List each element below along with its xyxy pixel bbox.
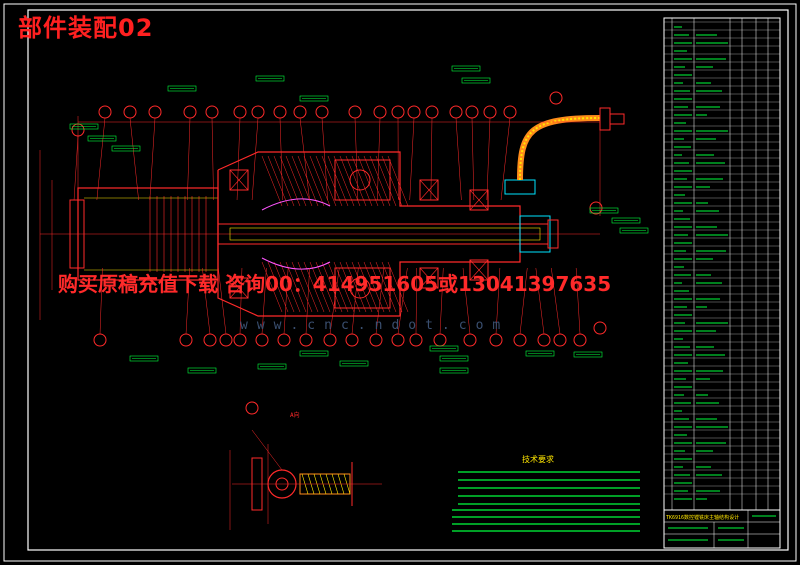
leader-line	[456, 118, 461, 200]
part-balloon	[370, 334, 382, 346]
website-watermark: www.cnc.ndot.com	[240, 318, 509, 333]
part-balloon	[410, 334, 422, 346]
coolant-fitting	[505, 180, 535, 194]
part-balloon	[184, 106, 196, 118]
body-hatch-line	[358, 156, 378, 206]
part-balloon	[316, 106, 328, 118]
leader-line	[410, 118, 414, 200]
body-hatch-line	[310, 156, 330, 206]
leader-line	[501, 118, 510, 200]
body-hatch-line	[382, 156, 402, 206]
body-hatch-line	[376, 156, 396, 206]
part-balloon	[466, 106, 478, 118]
title-block-name: TK6916数控镗铣床主轴结构设计	[666, 514, 739, 521]
part-balloon	[484, 106, 496, 118]
part-balloon	[514, 334, 526, 346]
part-balloon	[408, 106, 420, 118]
leader-line	[487, 118, 490, 200]
part-balloon	[434, 334, 446, 346]
body-hatch-line	[370, 156, 390, 206]
leader-line	[280, 118, 283, 200]
part-balloon	[180, 334, 192, 346]
part-balloon	[464, 334, 476, 346]
drawing-title-overlay: 部件装配02	[18, 8, 153, 43]
part-balloon	[204, 334, 216, 346]
coolant-hose-outer	[520, 118, 600, 180]
part-balloon	[99, 106, 111, 118]
part-balloon	[256, 334, 268, 346]
part-balloon	[392, 334, 404, 346]
part-balloon	[554, 334, 566, 346]
body-hatch-line	[262, 156, 282, 206]
part-balloon	[234, 334, 246, 346]
part-balloon	[149, 106, 161, 118]
coolant-hose-inner	[520, 118, 600, 180]
leader-line	[355, 118, 358, 200]
leader-line	[252, 118, 258, 200]
hose-coupling	[610, 114, 624, 124]
part-balloon	[490, 334, 502, 346]
leader-line	[377, 118, 380, 200]
part-balloon	[426, 106, 438, 118]
part-balloon	[550, 92, 562, 104]
body-hatch-line	[316, 156, 336, 206]
section-view-label: A向	[290, 411, 300, 419]
leader-line	[472, 118, 474, 200]
body-hatch-line	[280, 156, 300, 206]
body-hatch-line	[352, 156, 372, 206]
part-balloon	[124, 106, 136, 118]
part-balloon	[450, 106, 462, 118]
hose-flange	[600, 108, 610, 130]
part-balloon	[234, 106, 246, 118]
part-balloon	[324, 334, 336, 346]
body-hatch-line	[346, 156, 366, 206]
part-balloon	[294, 106, 306, 118]
body-hatch-line	[334, 156, 354, 206]
part-balloon	[504, 106, 516, 118]
part-balloon	[220, 334, 232, 346]
part-balloon	[349, 106, 361, 118]
part-balloon	[94, 334, 106, 346]
part-balloon	[274, 106, 286, 118]
gear-detail	[350, 170, 370, 190]
body-hatch-line	[268, 156, 288, 206]
piston-arc	[262, 199, 330, 210]
part-balloon	[252, 106, 264, 118]
part-balloon	[206, 106, 218, 118]
body-hatch-line	[274, 156, 294, 206]
part-balloon	[594, 322, 606, 334]
part-balloon	[278, 334, 290, 346]
part-balloon	[346, 334, 358, 346]
part-balloon	[538, 334, 550, 346]
section-balloon	[246, 402, 258, 414]
part-balloon	[574, 334, 586, 346]
part-balloon	[374, 106, 386, 118]
tech-notes-title: 技术要求	[522, 454, 554, 464]
watermark-text: 购买原稿充值下载 咨询00：414951605或13041397635	[58, 268, 611, 297]
body-hatch-line	[364, 156, 384, 206]
part-balloon	[300, 334, 312, 346]
body-hatch-line	[328, 156, 348, 206]
section-leader	[252, 430, 282, 470]
leader-line	[237, 118, 240, 200]
part-balloon	[392, 106, 404, 118]
body-hatch-line	[304, 156, 324, 206]
